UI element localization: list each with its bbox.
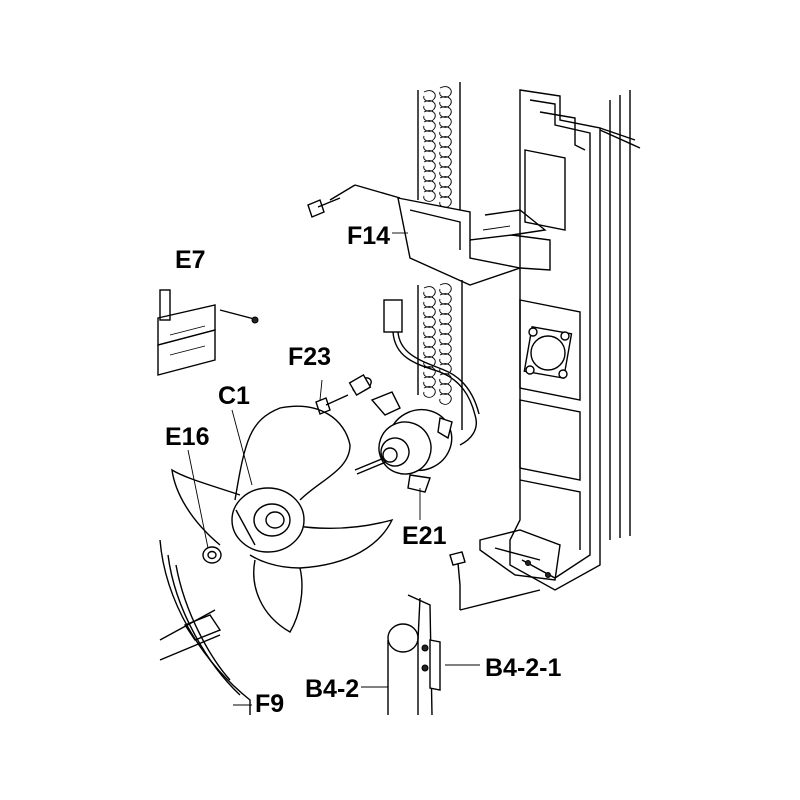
coil-loop [423,386,436,398]
capacitor [348,373,372,397]
condenser-coil [417,82,463,430]
coil-loop [439,116,452,128]
coil-loop [423,130,436,142]
coil-loop [423,286,436,298]
screw [449,551,541,611]
coil-loop [439,293,452,305]
coil-loop [439,186,452,198]
coil-loop [423,190,436,202]
coil-loop [423,100,436,112]
motor-bracket [329,184,551,286]
coil-loop [423,346,436,358]
coil-loop [439,126,452,138]
label-e7: E7 [175,246,206,274]
coil-loop [439,166,452,178]
label-f9: F9 [255,690,284,718]
coil-loop [439,333,452,345]
coil-loop [423,140,436,152]
coil-loop [423,180,436,192]
sensor-bracket [407,594,441,716]
coil-loop [439,373,452,385]
coil-loop [439,303,452,315]
sensor-pipe [387,623,419,715]
coil-loop [439,323,452,335]
label-e21: E21 [402,522,447,550]
fan-nut [202,546,222,564]
fan-blade [171,405,394,633]
coil-loop [439,156,452,168]
electrical-terminal-block [157,289,259,376]
coil-loop [439,353,452,365]
coil-loop [423,296,436,308]
label-b4-2: B4-2 [305,675,359,703]
label-c1: C1 [218,382,250,410]
coil-loop [423,110,436,122]
coil-loop [439,343,452,355]
coil-loop [439,283,452,295]
mounting-bracket-panel [479,89,641,591]
screw [307,197,341,218]
coil-loop [423,90,436,102]
coil-loop [423,366,436,378]
fan-motor [354,391,453,493]
coil-loop [423,376,436,388]
leader-lines [187,232,480,706]
coil-loop [423,316,436,328]
coil-loop [423,120,436,132]
wire-harness [383,299,480,446]
coil-loop [439,313,452,325]
coil-loop [439,136,452,148]
coil-loop [439,106,452,118]
coil-loop [423,326,436,338]
coil-loop [423,306,436,318]
coil-loop [439,86,452,98]
label-f14: F14 [347,222,390,250]
coil-loop [423,170,436,182]
coil-loop [423,336,436,348]
coil-loop [439,176,452,188]
label-f23: F23 [288,343,331,371]
label-b4-2-1: B4-2-1 [485,654,562,682]
coil-loop [423,150,436,162]
coil-loop [423,160,436,172]
coil-loop [439,146,452,158]
fan-shroud [159,539,251,715]
coil-loop [439,393,452,405]
coil-loop [439,383,452,395]
label-e16: E16 [165,423,209,451]
coil-loop [423,356,436,368]
coil-loop [439,96,452,108]
coil-loop [439,196,452,208]
